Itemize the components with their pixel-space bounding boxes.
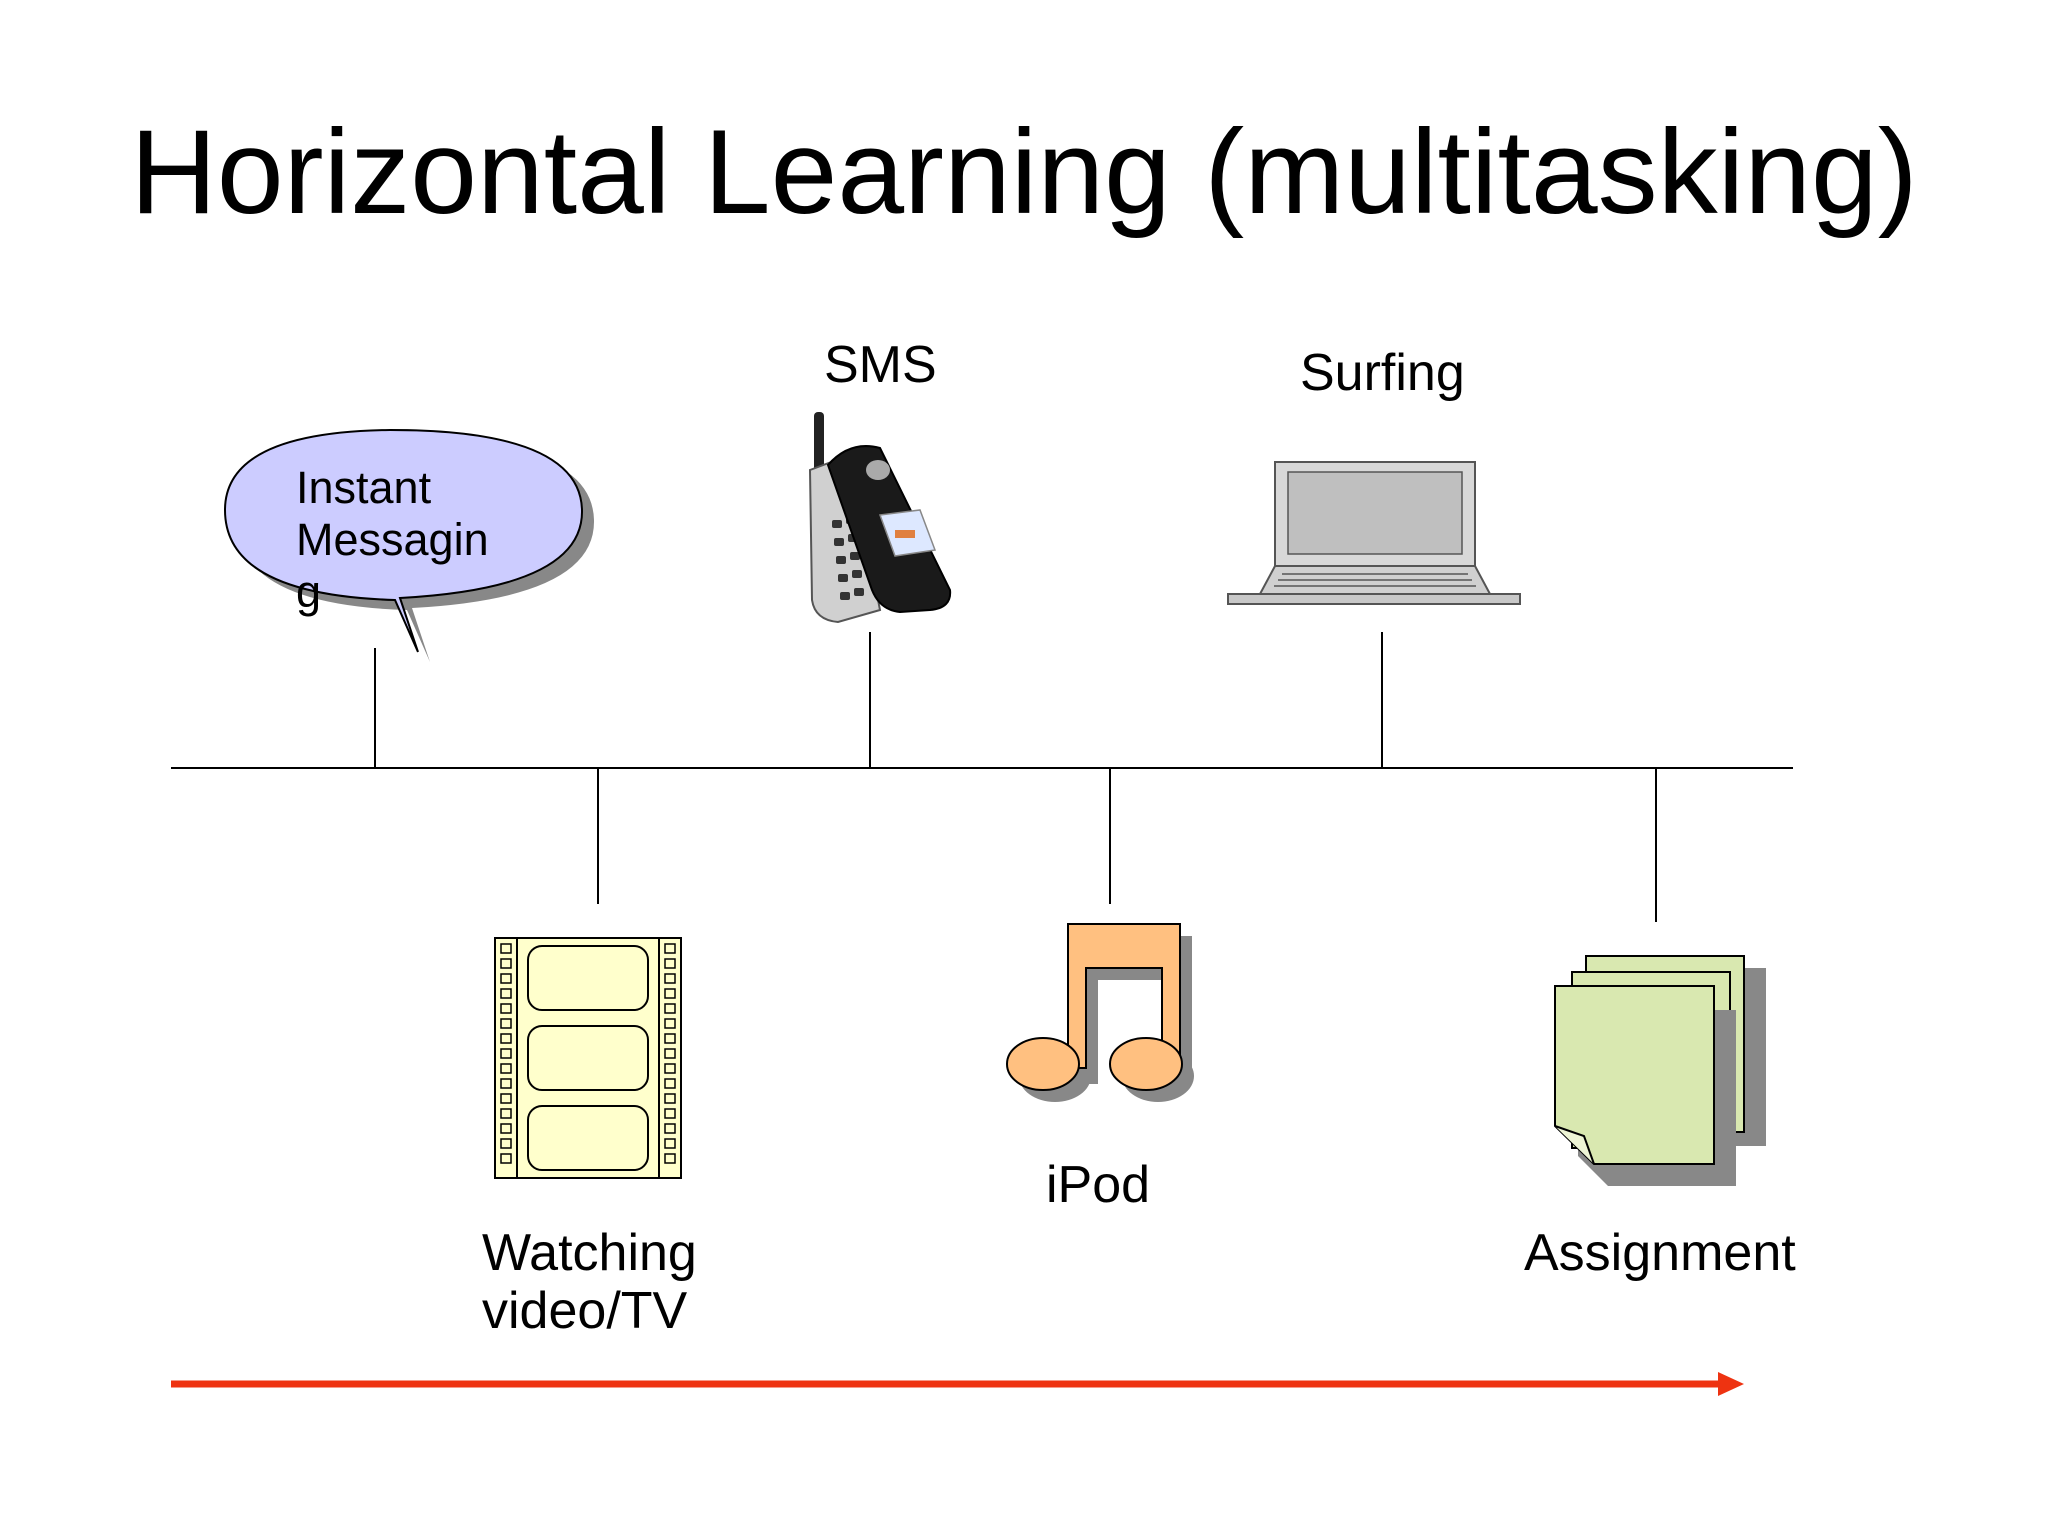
sms-label: SMS: [824, 336, 937, 394]
instant-messaging-label: Instant Messagin g: [296, 462, 489, 617]
slide-title: Horizontal Learning (multitasking): [130, 105, 1918, 239]
watching-label: Watching video/TV: [482, 1224, 697, 1340]
time-arrow: [171, 1372, 1744, 1396]
speech-bubble-icon: [223, 428, 595, 662]
assignment-label: Assignment: [1524, 1224, 1796, 1282]
film-strip-icon: [494, 937, 682, 1179]
music-note-icon: [1006, 923, 1194, 1102]
documents-icon: [1554, 955, 1766, 1186]
mobile-phone-icon: [808, 412, 952, 624]
laptop-icon: [1227, 461, 1521, 605]
ipod-label: iPod: [1046, 1156, 1151, 1214]
surfing-label: Surfing: [1300, 344, 1465, 402]
